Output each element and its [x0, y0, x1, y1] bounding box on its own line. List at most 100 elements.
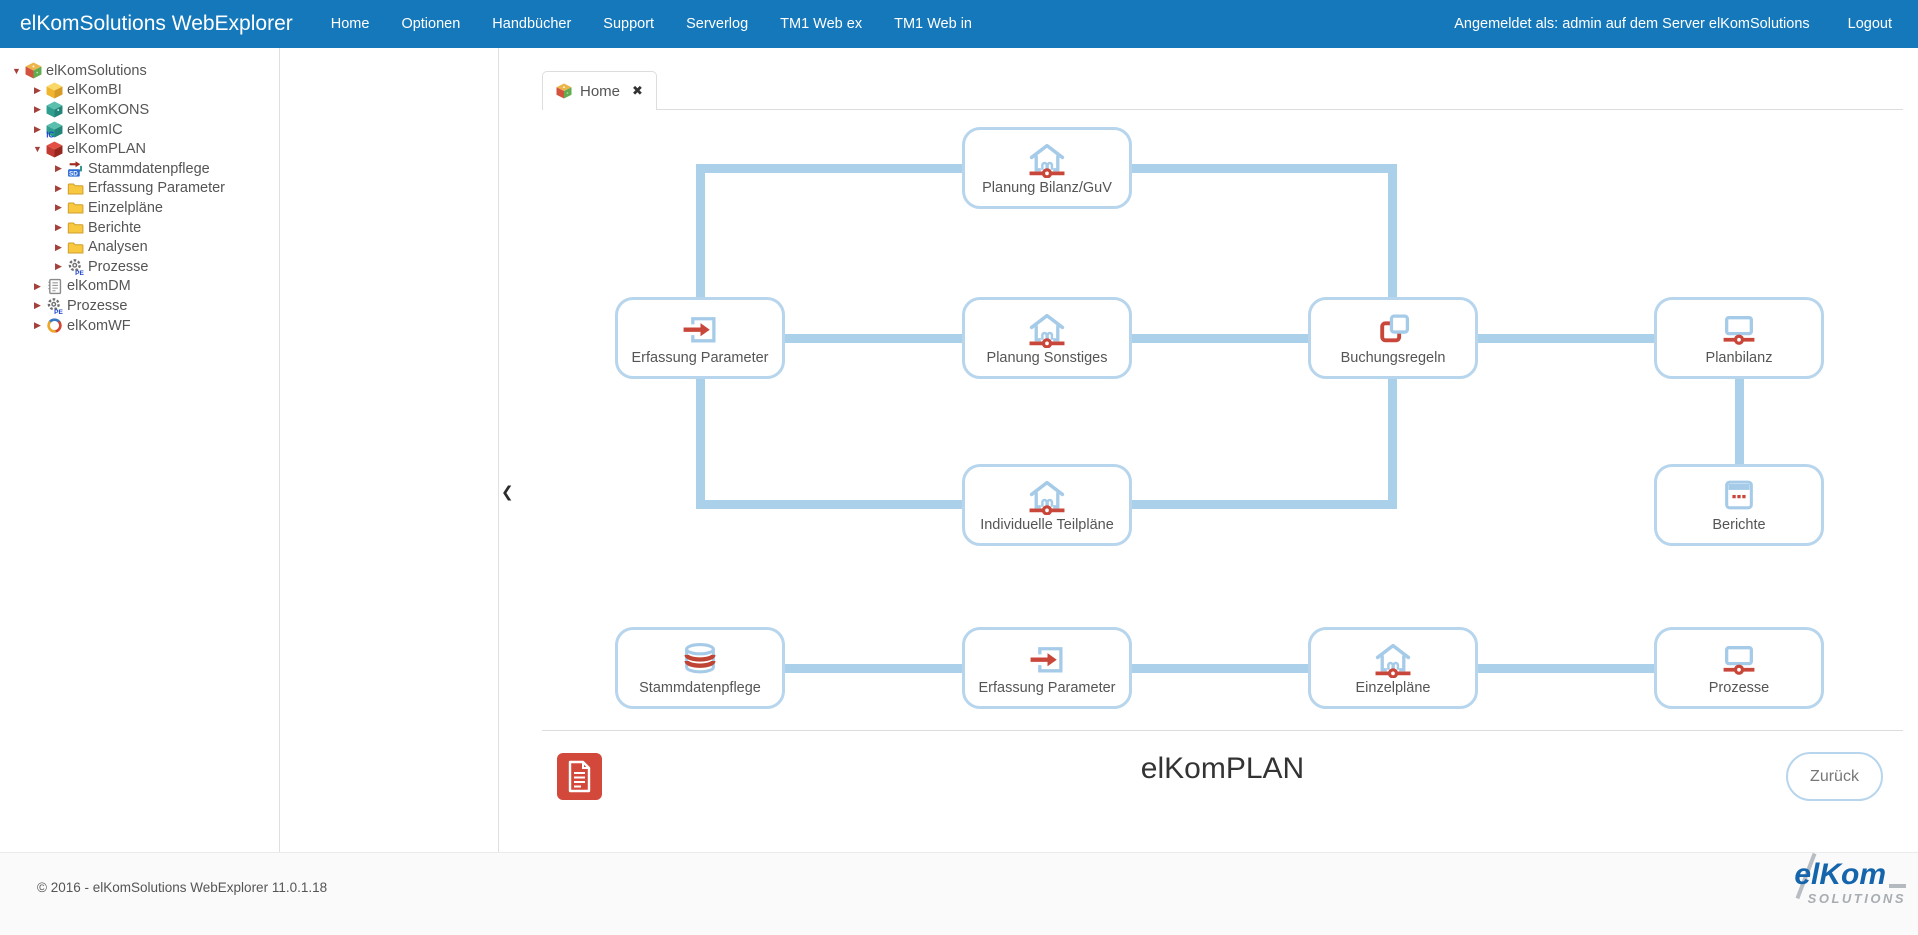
caret-down-icon[interactable]: ▼: [12, 65, 21, 76]
caret-right-icon[interactable]: ▶: [34, 280, 41, 291]
nav-item-tm1-web-in[interactable]: TM1 Web in: [894, 16, 972, 32]
connector-line: [1132, 664, 1308, 673]
house-slider-icon: [1027, 477, 1067, 515]
logo-wordmark: elKom: [1746, 860, 1906, 890]
sidebar-collapse-icon[interactable]: ❮: [501, 484, 514, 501]
caret-right-icon[interactable]: ▶: [55, 261, 62, 272]
diagram-box-label: Erfassung Parameter: [978, 680, 1116, 696]
tree-item-elkomplan[interactable]: ▼ elKomPLAN: [0, 139, 279, 159]
diagram-box-einzelpl-ne[interactable]: Einzelpläne: [1308, 627, 1478, 709]
diagram-box-planung-sonstiges[interactable]: Planung Sonstiges: [962, 297, 1132, 379]
tree-item-label[interactable]: elKomWF: [67, 317, 131, 334]
diagram-box-planbilanz[interactable]: Planbilanz: [1654, 297, 1824, 379]
caret-right-icon[interactable]: ▶: [55, 241, 62, 252]
diagram-box-label: Berichte: [1712, 517, 1766, 533]
tree-item-label[interactable]: Analysen: [88, 239, 148, 256]
diagram-box-prozesse[interactable]: Prozesse: [1654, 627, 1824, 709]
connector-line: [785, 334, 962, 343]
window-dots-icon: [1719, 477, 1759, 515]
gear-pe-icon: PE: [66, 258, 84, 275]
tree-item-label[interactable]: elKomDM: [67, 278, 131, 295]
tree-item-label[interactable]: Berichte: [88, 219, 142, 236]
workflow-icon: [45, 317, 63, 334]
tree-item-label[interactable]: elKomPLAN: [67, 141, 146, 158]
caret-right-icon[interactable]: ▶: [34, 104, 41, 115]
caret-right-icon[interactable]: ▶: [34, 84, 41, 95]
nav-item-tm1-web-ex[interactable]: TM1 Web ex: [780, 16, 863, 32]
tree-item-elkomdm[interactable]: ▶ elKomDM: [0, 277, 279, 297]
tab-close-icon[interactable]: ✖: [632, 83, 643, 98]
folder-icon: [66, 180, 84, 197]
caret-right-icon[interactable]: ▶: [55, 163, 62, 174]
tree-item-elkomsolutions[interactable]: ▼ elKomSolutions: [0, 61, 279, 81]
caret-right-icon[interactable]: ▶: [34, 320, 41, 331]
nav-item-support[interactable]: Support: [603, 16, 655, 32]
tree-item-label[interactable]: elKomIC: [67, 121, 123, 138]
caret-right-icon[interactable]: ▶: [55, 202, 62, 213]
diagram-box-stammdatenpflege[interactable]: Stammdatenpflege: [615, 627, 785, 709]
nav-item-home[interactable]: Home: [330, 16, 370, 32]
svg-text:SD: SD: [69, 171, 78, 178]
app-brand: elKomSolutions WebExplorer: [20, 12, 293, 35]
diagram-box-label: Einzelpläne: [1355, 680, 1431, 696]
diagram-box-individuelle-teilpl-ne[interactable]: Individuelle Teilpläne: [962, 464, 1132, 546]
cube-yellow-icon: [45, 82, 63, 99]
tree-item-analysen[interactable]: ▶ Analysen: [0, 237, 279, 257]
tab-home[interactable]: Home ✖: [542, 71, 657, 110]
diagram-box-erfassung-parameter[interactable]: Erfassung Parameter: [615, 297, 785, 379]
navbar-right: Angemeldet als: admin auf dem Server elK…: [1454, 16, 1918, 32]
copy-squares-icon: [1373, 310, 1413, 348]
logo-underscore: [1889, 884, 1906, 888]
folder-icon: [66, 199, 84, 216]
tree-item-label[interactable]: elKomBI: [67, 82, 122, 99]
caret-right-icon[interactable]: ▶: [55, 182, 62, 193]
tree-item-berichte[interactable]: ▶ Berichte: [0, 218, 279, 238]
tree-item-label[interactable]: elKomKONS: [67, 101, 150, 118]
tree-item-elkomwf[interactable]: ▶ elKomWF: [0, 316, 279, 336]
tree-item-prozesse[interactable]: ▶ PE Prozesse: [0, 296, 279, 316]
tree-item-label[interactable]: elKomSolutions: [46, 62, 147, 79]
nav-item-serverlog[interactable]: Serverlog: [686, 16, 749, 32]
tree-item-label[interactable]: Einzelpläne: [88, 199, 163, 216]
diagram-box-label: Stammdatenpflege: [639, 680, 761, 696]
diagram-box-planung-bilanz-guv[interactable]: Planung Bilanz/GuV: [962, 127, 1132, 209]
cube-multi-icon: [24, 62, 42, 79]
caret-right-icon[interactable]: ▶: [55, 222, 62, 233]
logged-in-status: Angemeldet als: admin auf dem Server elK…: [1454, 16, 1810, 32]
diagram-box-label: Buchungsregeln: [1340, 350, 1446, 366]
logout-link[interactable]: Logout: [1847, 16, 1892, 32]
diagram-box-buchungsregeln[interactable]: Buchungsregeln: [1308, 297, 1478, 379]
caret-down-icon[interactable]: ▼: [33, 144, 42, 155]
nav-item-handb-cher[interactable]: Handbücher: [492, 16, 572, 32]
back-button[interactable]: Zurück: [1786, 752, 1883, 801]
connector-line: [1132, 334, 1308, 343]
nav-item-optionen[interactable]: Optionen: [401, 16, 461, 32]
diagram-box-erfassung-parameter[interactable]: Erfassung Parameter: [962, 627, 1132, 709]
connector-line: [1735, 379, 1744, 464]
module-title: elKomPLAN: [1140, 752, 1305, 785]
diagram-box-label: Individuelle Teilpläne: [980, 517, 1114, 533]
tree-item-einzelpl-ne[interactable]: ▶ Einzelpläne: [0, 198, 279, 218]
gear-pe-icon: PE: [45, 297, 63, 314]
import-arrow-icon: [1027, 640, 1067, 678]
tree-item-stammdatenpflege[interactable]: ▶ SD Stammdatenpflege: [0, 159, 279, 179]
tree-item-erfassung-parameter[interactable]: ▶ Erfassung Parameter: [0, 179, 279, 199]
tree-item-elkomkons[interactable]: ▶ elKomKONS: [0, 100, 279, 120]
tree-item-label[interactable]: Prozesse: [67, 297, 128, 314]
house-slider-icon: [1027, 140, 1067, 178]
diagram-box-berichte[interactable]: Berichte: [1654, 464, 1824, 546]
tree-item-label[interactable]: Erfassung Parameter: [88, 180, 226, 197]
connector-line: [1478, 664, 1654, 673]
connector-line: [785, 664, 962, 673]
caret-right-icon[interactable]: ▶: [34, 124, 41, 135]
import-arrow-icon: [680, 310, 720, 348]
tab-label[interactable]: Home: [580, 82, 621, 100]
tree-item-label[interactable]: Prozesse: [88, 258, 149, 275]
caret-right-icon[interactable]: ▶: [34, 300, 41, 311]
tree-item-label[interactable]: Stammdatenpflege: [88, 160, 210, 177]
svg-text:PE: PE: [54, 309, 63, 314]
navbar-menu: Home Optionen Handbücher Support Serverlog TM…: [315, 0, 988, 48]
tree-item-elkombi[interactable]: ▶ elKomBI: [0, 81, 279, 101]
